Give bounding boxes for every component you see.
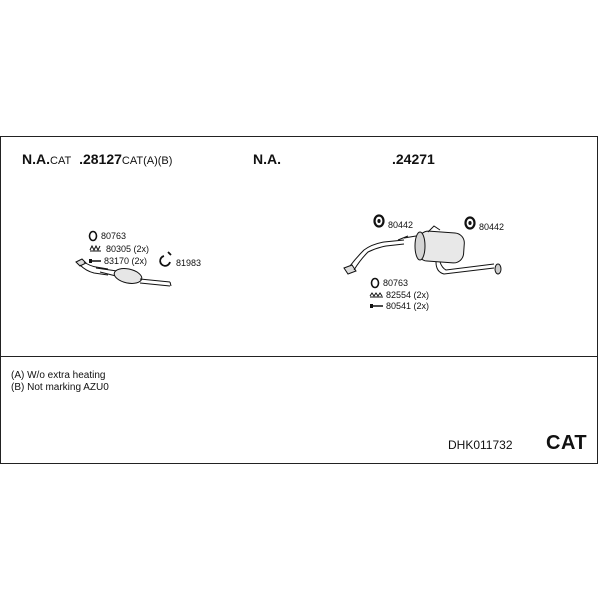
note-a: (A) W/o extra heating xyxy=(11,370,106,381)
rubber-mount-icon xyxy=(373,214,385,228)
diagram-code: DHK011732 xyxy=(448,438,513,452)
part-label: 80763 xyxy=(101,231,127,241)
cat-badge: CAT xyxy=(546,432,588,454)
right-header-prefix: N.A. xyxy=(253,151,281,167)
notes-divider xyxy=(0,356,598,357)
part-label: 81983 xyxy=(176,258,202,268)
note-b: (B) Not marking AZU0 xyxy=(11,382,109,393)
left-header: N.A.CAT .28127CAT(A)(B) xyxy=(22,152,172,167)
part-label: 80442 xyxy=(388,220,414,230)
catalytic-converter-drawing xyxy=(75,258,172,287)
rear-silencer-drawing xyxy=(343,225,502,275)
bolt-icon xyxy=(370,304,383,308)
bolt-icon xyxy=(89,259,101,263)
part-label: 83170 (2x) xyxy=(104,256,148,266)
diagram-frame xyxy=(0,136,598,464)
left-header-number: .28127 xyxy=(79,151,122,167)
part-label: 80763 xyxy=(383,278,409,288)
part-label: 80541 (2x) xyxy=(386,301,430,311)
part-label: 80305 (2x) xyxy=(106,244,150,254)
left-header-prefix: N.A. xyxy=(22,151,50,167)
spring-bolt-icon xyxy=(89,244,101,252)
left-header-suffix: CAT(A)(B) xyxy=(121,155,173,167)
left-header-prefix-suffix: CAT xyxy=(50,155,72,167)
rubber-mount-icon xyxy=(464,216,476,230)
spring-bolt-icon xyxy=(369,292,383,298)
ring-clamp-icon xyxy=(88,230,98,242)
part-label: 80442 xyxy=(479,222,505,232)
rubber-hanger-icon xyxy=(159,251,172,267)
ring-clamp-icon xyxy=(370,277,380,289)
part-label: 82554 (2x) xyxy=(386,290,430,300)
right-header-number: .24271 xyxy=(392,151,435,167)
